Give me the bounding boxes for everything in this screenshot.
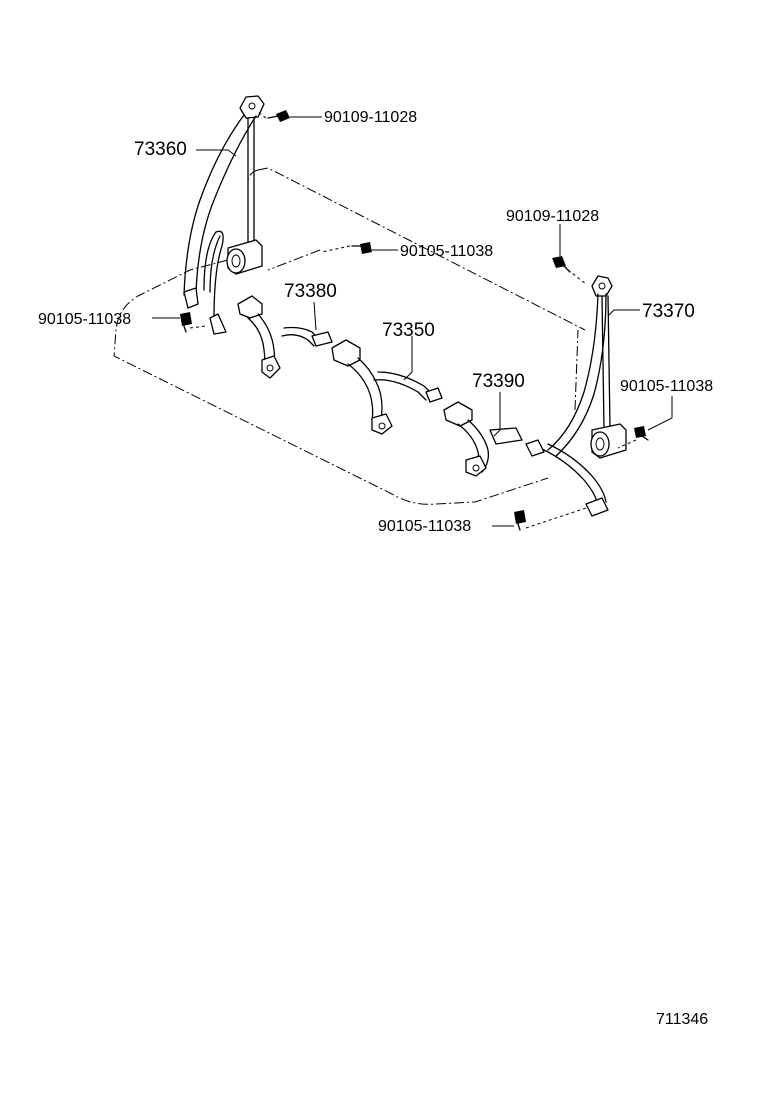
label-73360: 73360 <box>134 139 187 160</box>
seat-outline <box>113 167 586 505</box>
buckle-73350 <box>331 339 443 435</box>
label-73390: 73390 <box>472 371 525 392</box>
figure-code: 711346 <box>656 1011 708 1028</box>
buckle-73380 <box>237 295 333 379</box>
leader-lines <box>152 116 673 527</box>
label-73380: 73380 <box>284 281 337 302</box>
label-90105-11038-bottom: 90105-11038 <box>378 518 471 535</box>
buckle-73390 <box>443 401 523 477</box>
right-seat-belt <box>525 275 627 517</box>
left-seat-belt <box>183 95 265 335</box>
label-90105-11038-center: 90105-11038 <box>400 243 493 260</box>
label-73350: 73350 <box>382 320 435 341</box>
label-90109-11028-top-right: 90109-11028 <box>506 208 599 225</box>
attachment-paths <box>189 111 637 529</box>
label-90105-11038-left: 90105-11038 <box>38 311 131 328</box>
label-90109-11028-top-left: 90109-11028 <box>324 109 417 126</box>
label-73370: 73370 <box>642 301 695 322</box>
label-90105-11038-right: 90105-11038 <box>620 378 713 395</box>
